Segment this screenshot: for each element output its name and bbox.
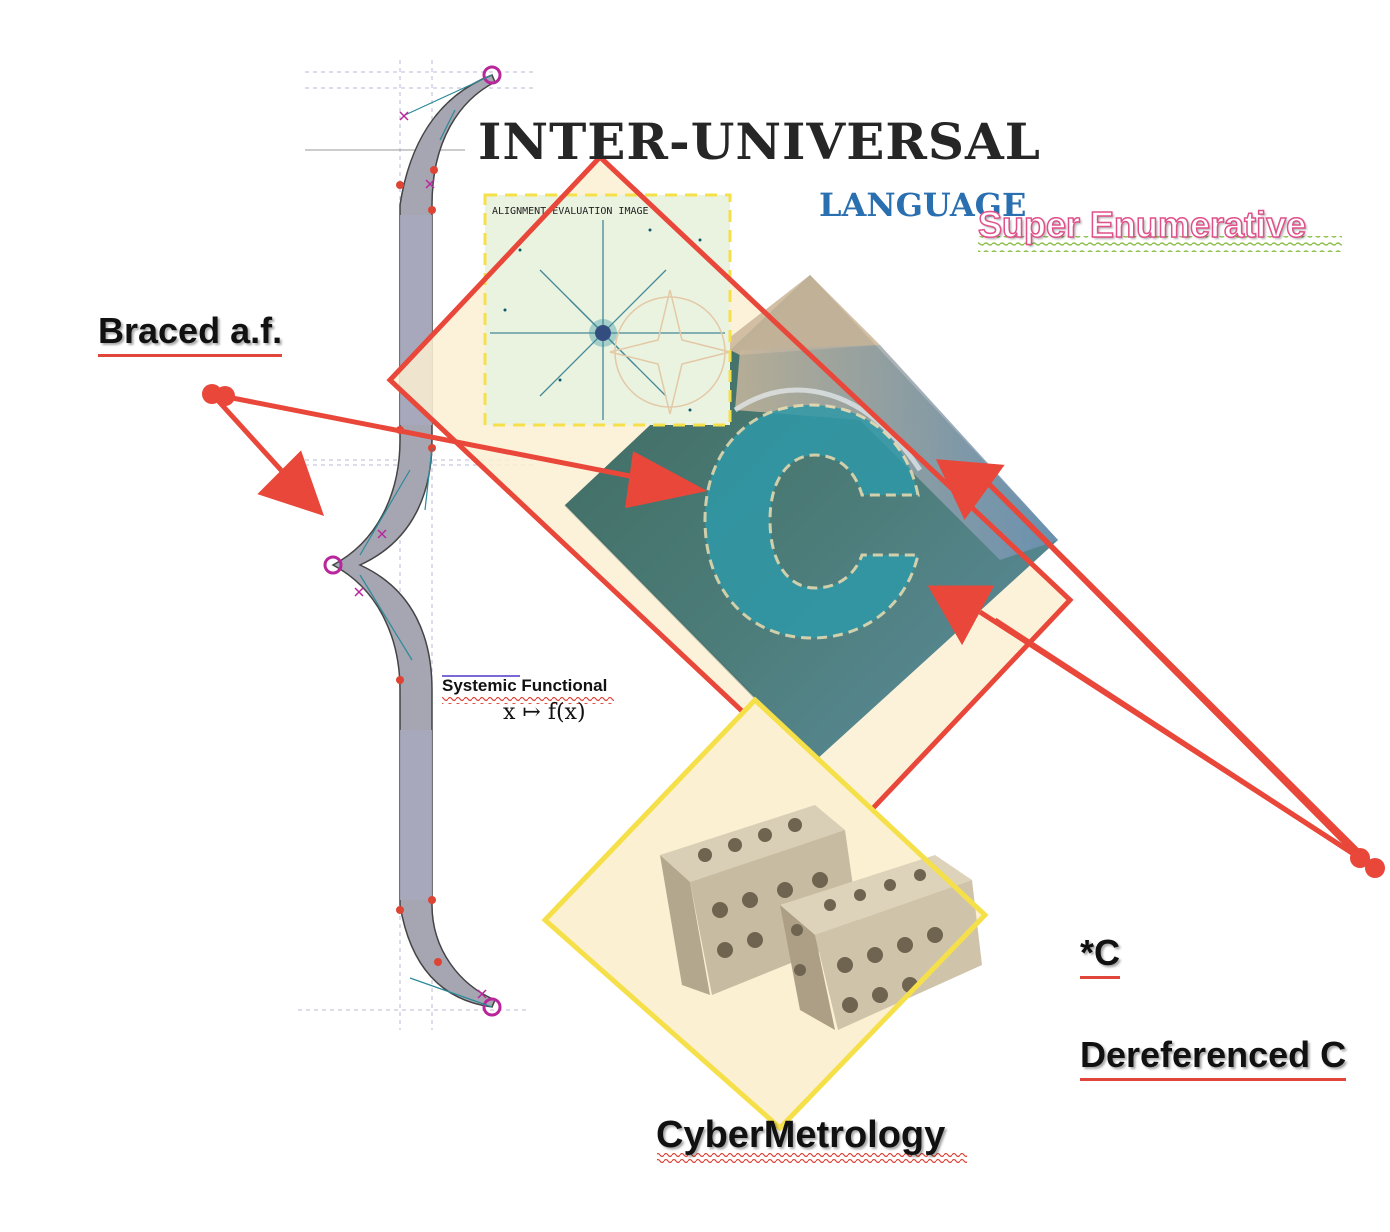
alignment-evaluation-image[interactable]: ALIGNMENT EVALUATION IMAGE xyxy=(483,193,732,427)
title-inter-universal: INTER-UNIVERSAL xyxy=(478,112,1041,171)
arrow-deref-to-c[interactable] xyxy=(927,459,1385,878)
super-enumerative-squiggle xyxy=(978,236,1342,252)
formula-map: x ↦ f(x) xyxy=(503,700,586,725)
arrow-braced-to-c[interactable] xyxy=(202,384,708,516)
brace-control-points[interactable] xyxy=(323,65,502,1017)
label-deref-long[interactable]: Dereferenced C xyxy=(1080,1034,1347,1081)
systemic-squiggle xyxy=(442,696,614,704)
label-braced[interactable]: Braced a.f. xyxy=(98,310,283,357)
metrology-blocks-image[interactable] xyxy=(541,696,989,1132)
alignment-caption: ALIGNMENT EVALUATION IMAGE xyxy=(492,206,649,217)
cybermetrology-squiggle xyxy=(657,1151,967,1163)
big-c-letter[interactable] xyxy=(703,403,920,640)
label-systemic-functional[interactable]: Systemic Functional xyxy=(442,676,608,695)
label-cybermetrology[interactable]: CyberMetrology xyxy=(656,1114,946,1156)
curly-brace-glyph[interactable] xyxy=(331,74,496,1008)
label-deref-short[interactable]: *C xyxy=(1080,932,1121,979)
label-super-enumerative[interactable]: Super Enumerative xyxy=(977,203,1307,246)
subtitle-language: LANGUAGE xyxy=(819,186,1027,224)
